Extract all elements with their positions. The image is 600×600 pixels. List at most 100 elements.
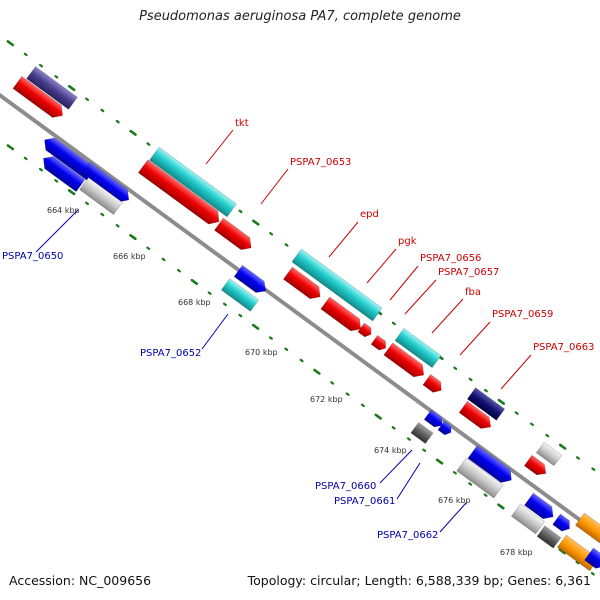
gene-feature[interactable] bbox=[437, 420, 454, 437]
gene-label-tkt[interactable]: tkt bbox=[235, 118, 249, 129]
kbp-label-674: 674 kbp bbox=[374, 446, 407, 455]
gene-label-pspa7-0662[interactable]: PSPA7_0662 bbox=[377, 530, 438, 541]
gene-label-pspa7-0660[interactable]: PSPA7_0660 bbox=[315, 481, 376, 492]
gene-feature[interactable] bbox=[149, 146, 237, 218]
kbp-label-678: 678 kbp bbox=[500, 548, 533, 557]
tick-mark bbox=[391, 321, 396, 326]
tick-mark bbox=[360, 403, 365, 408]
gene-feature[interactable] bbox=[524, 492, 557, 523]
gene-feature[interactable] bbox=[39, 152, 86, 193]
gene-feature[interactable] bbox=[26, 66, 78, 110]
tick-mark bbox=[177, 268, 181, 273]
tick-mark bbox=[591, 467, 596, 471]
gene-label-pspa7-0657[interactable]: PSPA7_0657 bbox=[438, 267, 499, 278]
tick-mark bbox=[468, 377, 473, 382]
gene-feature[interactable] bbox=[370, 335, 389, 352]
gene-label-pspa7-0653[interactable]: PSPA7_0653 bbox=[290, 157, 351, 168]
leader-line bbox=[260, 168, 289, 205]
tick-mark bbox=[54, 179, 59, 183]
gene-feature[interactable] bbox=[456, 457, 504, 499]
gene-feature[interactable] bbox=[523, 454, 549, 478]
tick-mark bbox=[6, 40, 15, 47]
tick-mark bbox=[85, 97, 90, 102]
tick-mark bbox=[129, 129, 137, 136]
leader-line bbox=[439, 502, 467, 533]
tick-mark bbox=[38, 63, 44, 68]
accession-text: Accession: NC_009656 bbox=[9, 573, 152, 588]
gene-label-pspa7-0663[interactable]: PSPA7_0663 bbox=[533, 342, 594, 353]
tick-mark bbox=[558, 443, 567, 450]
tick-mark bbox=[422, 448, 427, 452]
gene-feature[interactable] bbox=[320, 296, 365, 335]
label-leader-lines bbox=[35, 129, 532, 533]
gene-feature[interactable] bbox=[79, 177, 123, 215]
leader-line bbox=[328, 221, 359, 258]
tick-mark bbox=[374, 413, 383, 420]
gene-feature[interactable] bbox=[423, 409, 446, 430]
leader-line bbox=[35, 209, 79, 253]
tick-mark bbox=[190, 278, 198, 286]
tick-mark bbox=[468, 482, 473, 486]
tick-mark bbox=[590, 571, 595, 576]
gene-feature[interactable] bbox=[511, 503, 545, 535]
gene-feature[interactable] bbox=[466, 387, 506, 421]
tick-mark bbox=[100, 108, 105, 113]
gene-feature[interactable] bbox=[535, 441, 563, 467]
gene-feature[interactable] bbox=[214, 217, 255, 254]
gene-label-epd[interactable]: epd bbox=[360, 209, 379, 220]
tick-mark bbox=[406, 437, 411, 441]
genome-title: Pseudomonas aeruginosa PA7, complete gen… bbox=[139, 9, 461, 24]
tick-mark bbox=[284, 243, 289, 247]
tick-mark bbox=[299, 358, 304, 363]
tick-mark bbox=[252, 219, 260, 226]
tick-mark bbox=[67, 189, 76, 196]
tick-mark bbox=[6, 144, 15, 151]
gene-label-pspa7-0652[interactable]: PSPA7_0652 bbox=[140, 348, 201, 359]
tick-rows bbox=[6, 40, 596, 576]
tick-mark bbox=[497, 503, 505, 510]
tick-mark bbox=[452, 471, 457, 475]
gene-feature[interactable] bbox=[422, 374, 445, 395]
gene-feature[interactable] bbox=[552, 513, 574, 534]
gene-label-pspa7-0656[interactable]: PSPA7_0656 bbox=[420, 253, 481, 264]
gene-feature[interactable] bbox=[467, 444, 516, 486]
gene-feature[interactable] bbox=[220, 278, 260, 312]
gene-feature[interactable] bbox=[233, 264, 270, 296]
gene-label-pspa7-0661[interactable]: PSPA7_0661 bbox=[334, 496, 395, 507]
gene-feature[interactable] bbox=[394, 327, 442, 369]
gene-label-pspa7-0659[interactable]: PSPA7_0659 bbox=[492, 309, 553, 320]
tick-mark bbox=[23, 156, 28, 161]
tick-mark bbox=[453, 366, 458, 370]
tick-mark bbox=[23, 52, 28, 57]
gene-feature[interactable] bbox=[137, 159, 223, 228]
tick-mark bbox=[238, 209, 243, 214]
kbp-label-670: 670 kbp bbox=[245, 348, 278, 357]
gene-feature[interactable] bbox=[458, 400, 495, 432]
gene-label-pgk[interactable]: pgk bbox=[398, 236, 417, 247]
tick-mark bbox=[146, 246, 151, 250]
gene-feature[interactable] bbox=[12, 75, 67, 121]
gene-label-pspa7-0650[interactable]: PSPA7_0650 bbox=[2, 251, 63, 262]
leader-line bbox=[205, 129, 234, 165]
tick-mark bbox=[484, 388, 488, 393]
gene-feature[interactable] bbox=[283, 266, 324, 303]
gene-feature[interactable] bbox=[536, 525, 562, 549]
gene-feature[interactable] bbox=[357, 322, 374, 339]
tick-mark bbox=[313, 368, 321, 375]
tick-mark bbox=[514, 411, 519, 415]
gene-feature[interactable] bbox=[80, 161, 133, 206]
tick-mark bbox=[497, 398, 506, 405]
leader-line bbox=[431, 298, 464, 334]
leader-line bbox=[500, 354, 532, 390]
gene-feature[interactable] bbox=[383, 342, 428, 381]
kbp-label-676: 676 kbp bbox=[438, 496, 471, 505]
leader-line bbox=[459, 321, 491, 356]
tick-mark bbox=[483, 493, 488, 497]
gene-feature[interactable] bbox=[291, 248, 383, 322]
gene-feature[interactable] bbox=[410, 422, 434, 444]
genome-summary-text: Topology: circular; Length: 6,588,339 bp… bbox=[247, 573, 591, 588]
tick-mark bbox=[284, 347, 289, 351]
leader-line bbox=[389, 265, 419, 301]
gene-label-fba[interactable]: fba bbox=[465, 287, 481, 298]
